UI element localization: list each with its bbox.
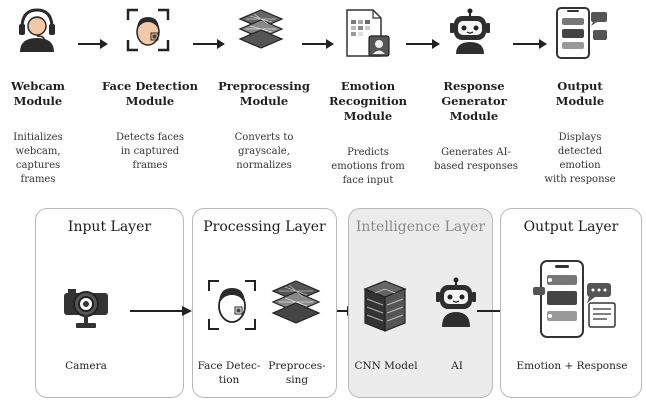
emotion-document-icon [346, 9, 390, 57]
output-phone-icon [556, 7, 607, 59]
input-layer-panel: Input Layer Camera [35, 208, 184, 398]
pipeline-title-emotion-recognition: Emotion Recognition Module [328, 79, 408, 123]
processing-layer-title: Processing Layer [203, 219, 326, 235]
face-detection-label: Face Detec- tion [197, 360, 261, 386]
pipeline-desc-response-generator: Generates AI- based responses [434, 147, 518, 172]
pipeline-desc-preprocessing: Converts to grayscale, normalizes [234, 132, 294, 171]
pipeline-title-webcam: Webcam Module [11, 79, 65, 108]
preprocessing-label: Preproces- sing [268, 360, 326, 386]
pipeline-desc-emotion-recognition: Predicts emotions from face input [331, 147, 405, 186]
pipeline-title-response-generator: Response Generator Module [441, 79, 507, 123]
flow-arrow [193, 39, 225, 49]
output-layer-panel: Output Layer Emotion + Response [500, 208, 642, 398]
face-detection-icon [126, 8, 170, 52]
preprocessing-stack-icon [271, 280, 321, 324]
input-layer-title: Input Layer [67, 219, 152, 235]
layer-arrow [130, 306, 192, 316]
cnn-model-label: CNN Model [354, 360, 418, 372]
robot-icon [450, 8, 490, 54]
cnn-model-icon [363, 280, 407, 332]
flow-arrow [302, 39, 334, 49]
camera-label: Camera [65, 360, 107, 372]
processing-layer-panel: Processing Layer Face Detec- tion Prepro… [192, 208, 337, 398]
output-phone-icon [533, 260, 616, 338]
flow-arrow [406, 39, 440, 49]
intelligence-layer-title: Intelligence Layer [355, 219, 486, 235]
webcam-user-icon [19, 8, 55, 52]
pipeline-title-output: Output Module [555, 79, 605, 108]
intelligence-layer-panel: Intelligence Layer CNN Model AI [348, 208, 493, 398]
camera-icon [64, 289, 108, 328]
pipeline-title-face-detection: Face Detection Module [102, 79, 198, 108]
pipeline-desc-face-detection: Detects faces in captured frames [115, 132, 185, 171]
pipeline-title-preprocessing: Preprocessing Module [218, 79, 310, 108]
emotion-response-label: Emotion + Response [516, 360, 628, 372]
preprocessing-stack-icon [238, 9, 284, 49]
ai-label: AI [451, 360, 463, 372]
flow-arrow [513, 39, 547, 49]
pipeline-desc-webcam: Initializes webcam, captures frames [13, 132, 63, 185]
ai-robot-icon [436, 277, 476, 327]
face-detection-icon [208, 280, 256, 330]
pipeline-desc-output: Displays detected emotion with response [544, 132, 616, 185]
output-layer-title: Output Layer [523, 219, 619, 235]
flow-arrow [78, 39, 108, 49]
